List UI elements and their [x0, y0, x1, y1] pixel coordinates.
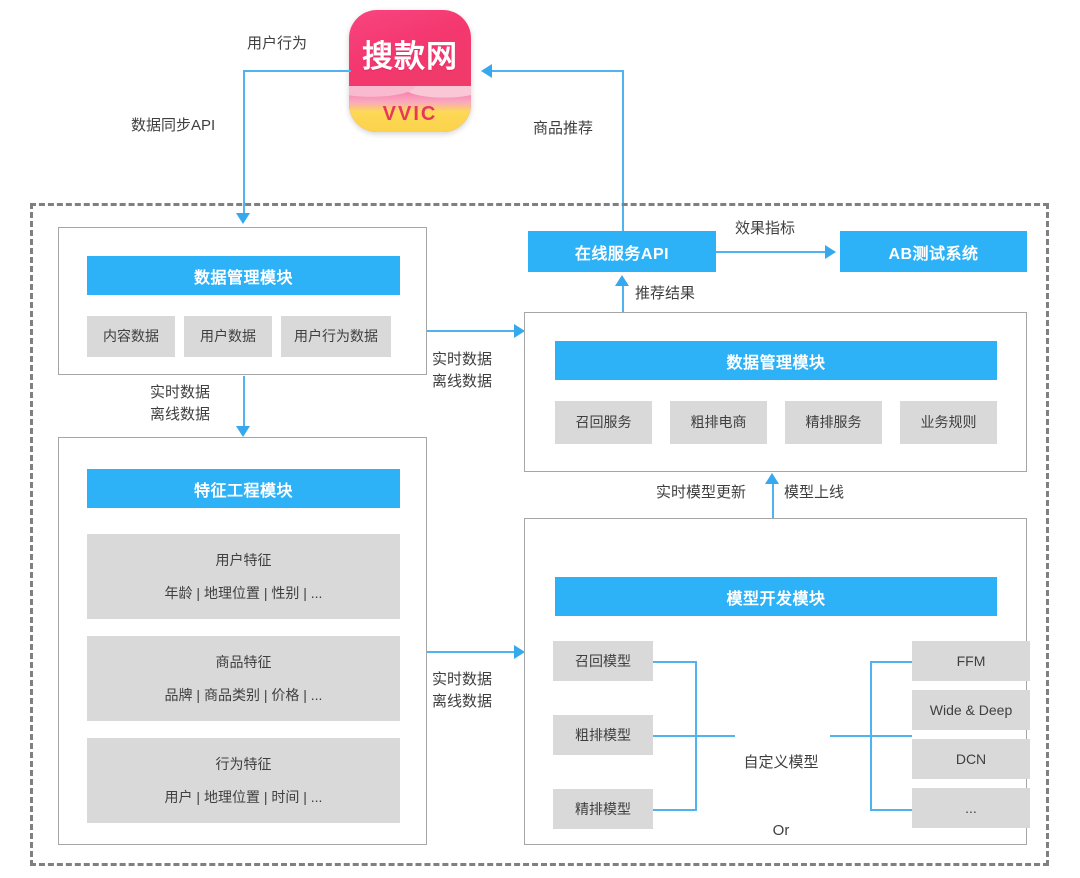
vvic-app-logo: 搜款网 VVIC: [349, 10, 471, 132]
feature-group-item-detail: 品牌 | 商品类别 | 价格 | ...: [164, 687, 323, 703]
chip-fine-rank-model-label: 精排模型: [575, 800, 631, 817]
flow-line-effect-metrics: [716, 251, 826, 253]
flow-arrow-into-serving-from-model: [765, 473, 779, 484]
feature-group-behavior-name: 行为特征: [215, 755, 272, 772]
bracket-right-spine: [870, 661, 872, 811]
chip-model-more-label: ...: [965, 799, 977, 816]
bracket-left-bottom-stub: [653, 809, 697, 811]
chip-coarse-rank-model[interactable]: 粗排模型: [553, 715, 653, 755]
feature-group-item[interactable]: 商品特征 品牌 | 商品类别 | 价格 | ...: [87, 636, 400, 721]
data-management-title-bar: 数据管理模块: [87, 256, 400, 295]
bracket-left-top-stub: [653, 661, 697, 663]
chip-fine-rank-model[interactable]: 精排模型: [553, 789, 653, 829]
bracket-left-mid-stub: [653, 735, 735, 737]
label-dataflow-left-down: 实时数据 离线数据: [150, 384, 211, 423]
label-dataflow-mid-top: 实时数据 离线数据: [432, 351, 493, 390]
chip-fine-rank-service[interactable]: 精排服务: [785, 401, 882, 444]
flow-arrow-into-ab-test: [825, 245, 836, 259]
data-management-title: 数据管理模块: [193, 269, 293, 287]
flow-line-user-behavior-horizontal: [243, 70, 351, 72]
chip-business-rules[interactable]: 业务规则: [900, 401, 997, 444]
label-data-sync-api: 数据同步API: [131, 117, 216, 134]
feature-group-behavior[interactable]: 行为特征 用户 | 地理位置 | 时间 | ...: [87, 738, 400, 823]
serving-chip-row: 召回服务 粗排电商 精排服务 业务规则: [555, 401, 997, 444]
chip-model-more[interactable]: ...: [912, 788, 1030, 828]
chip-business-rules-label: 业务规则: [920, 414, 977, 431]
model-development-title-bar: 模型开发模块: [555, 577, 997, 616]
bracket-right-top-stub: [870, 661, 914, 663]
chip-recall-model-label: 召回模型: [575, 652, 631, 669]
label-effect-metrics: 效果指标: [735, 220, 796, 237]
serving-data-management-title-bar: 数据管理模块: [555, 341, 997, 380]
feature-group-user-name: 用户特征: [215, 551, 272, 568]
flow-arrow-into-feature-engineering: [236, 426, 250, 437]
model-source-note-line2: Or: [772, 821, 790, 839]
chip-user-behavior-data[interactable]: 用户行为数据: [281, 316, 391, 357]
ab-test-system-label: AB测试系统: [888, 245, 979, 263]
model-source-note-line1: 自定义模型: [743, 754, 819, 771]
bracket-right-bottom-stub: [870, 809, 914, 811]
chip-content-data-label: 内容数据: [103, 328, 159, 345]
platform-boundary: [30, 203, 1049, 866]
chip-user-behavior-data-label: 用户行为数据: [294, 328, 378, 345]
label-recommend-result: 推荐结果: [635, 285, 696, 302]
chip-model-wide-and-deep[interactable]: Wide & Deep: [912, 690, 1030, 730]
chip-coarse-rank-ecommerce[interactable]: 粗排电商: [670, 401, 767, 444]
feature-group-item-name: 商品特征: [215, 653, 272, 670]
chip-coarse-rank-model-label: 粗排模型: [575, 726, 631, 743]
feature-engineering-title: 特征工程模块: [193, 482, 293, 500]
flow-arrow-into-model-panel: [514, 645, 525, 659]
chip-user-data-label: 用户数据: [200, 328, 256, 345]
logo-wave-decoration: [349, 86, 471, 132]
model-source-note: 自定义模型 Or 预置模型: [725, 707, 837, 878]
flow-line-recommend-result: [622, 286, 624, 312]
flow-line-dm-to-serving: [427, 330, 515, 332]
serving-data-management-title: 数据管理模块: [726, 354, 826, 372]
flow-line-fe-to-model: [427, 651, 515, 653]
chip-model-ffm[interactable]: FFM: [912, 641, 1030, 681]
label-model-online: 模型上线: [784, 484, 845, 501]
flow-line-product-recommend-horizontal: [492, 70, 623, 72]
feature-group-user[interactable]: 用户特征 年龄 | 地理位置 | 性别 | ...: [87, 534, 400, 619]
online-service-api-label: 在线服务API: [574, 245, 670, 263]
feature-group-behavior-detail: 用户 | 地理位置 | 时间 | ...: [164, 789, 323, 805]
chip-model-ffm-label: FFM: [956, 652, 986, 669]
panel-feature-engineering: 特征工程模块 用户特征 年龄 | 地理位置 | 性别 | ... 商品特征 品牌…: [58, 437, 427, 845]
panel-model-development: 模型开发模块 召回模型 粗排模型 精排模型 自定义模型 Or 预置模型 FF: [524, 518, 1030, 845]
label-product-recommend: 商品推荐: [533, 120, 594, 137]
logo-title: 搜款网: [362, 38, 458, 74]
box-online-service-api[interactable]: 在线服务API: [528, 231, 716, 272]
chip-model-wide-and-deep-label: Wide & Deep: [929, 701, 1013, 718]
logo-subtitle: VVIC: [382, 102, 438, 125]
flow-line-dm-to-fe: [243, 376, 245, 428]
panel-serving-data-management: 数据管理模块 召回服务 粗排电商 精排服务 业务规则: [524, 312, 1027, 472]
box-ab-test-system[interactable]: AB测试系统: [840, 231, 1027, 272]
data-management-chip-row: 内容数据 用户数据 用户行为数据: [87, 316, 400, 357]
flow-arrow-into-logo: [481, 64, 492, 78]
label-user-behavior: 用户行为: [247, 35, 308, 52]
flow-arrow-into-serving-panel: [514, 324, 525, 338]
chip-recall-service-label: 召回服务: [575, 414, 632, 431]
label-realtime-model-update: 实时模型更新: [656, 484, 747, 501]
label-dataflow-mid-bottom: 实时数据 离线数据: [432, 671, 493, 710]
chip-model-dcn-label: DCN: [955, 750, 987, 767]
chip-content-data[interactable]: 内容数据: [87, 316, 175, 357]
feature-engineering-title-bar: 特征工程模块: [87, 469, 400, 508]
flow-arrow-into-online-api: [615, 275, 629, 286]
flow-line-data-sync-vertical: [243, 70, 245, 215]
flow-line-product-recommend-vertical: [622, 70, 624, 235]
feature-group-user-detail: 年龄 | 地理位置 | 性别 | ...: [164, 585, 323, 601]
panel-data-management: 数据管理模块 内容数据 用户数据 用户行为数据: [58, 227, 427, 375]
chip-recall-model[interactable]: 召回模型: [553, 641, 653, 681]
model-development-title: 模型开发模块: [726, 590, 826, 608]
chip-recall-service[interactable]: 召回服务: [555, 401, 652, 444]
chip-model-dcn[interactable]: DCN: [912, 739, 1030, 779]
chip-coarse-rank-ecommerce-label: 粗排电商: [690, 414, 747, 431]
flow-line-model-to-serving: [772, 484, 774, 518]
chip-user-data[interactable]: 用户数据: [184, 316, 272, 357]
logo-subtitle-area: VVIC: [349, 100, 471, 128]
flow-arrow-into-data-management: [236, 213, 250, 224]
logo-title-area: 搜款网: [349, 10, 471, 96]
chip-fine-rank-service-label: 精排服务: [805, 414, 862, 431]
